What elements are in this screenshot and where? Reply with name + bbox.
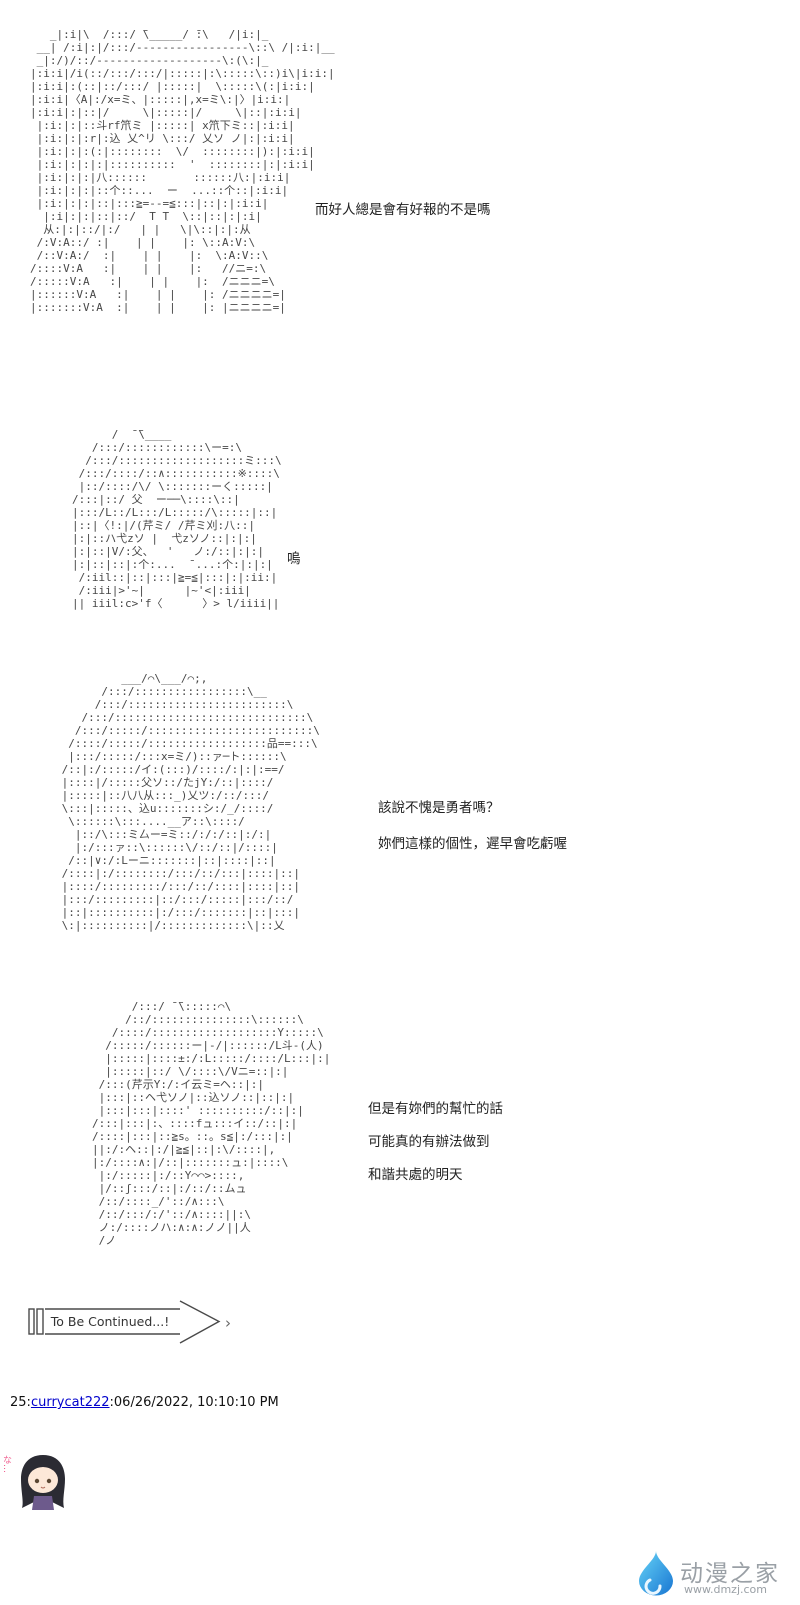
banner-bracket-bar [36, 1308, 44, 1335]
banner-label: To Be Continued...! [50, 1314, 169, 1329]
dialogue-line: 和諧共處的明天 [368, 1167, 463, 1183]
ascii-art-panel-1: _|:i|\ /:::/ ̄\_____/ ̄:\ /|i:|_ __| /:i… [30, 28, 335, 314]
sticker-side-text: な… [1, 1455, 11, 1473]
site-watermark: 动漫之家 www.dmzj.com [638, 1550, 798, 1600]
post-timestamp: 06/26/2022, 10:10:10 PM [113, 1395, 279, 1410]
dialogue-line: 嗚 [287, 551, 301, 567]
water-drop-logo-icon [638, 1550, 674, 1601]
ascii-art-panel-2: / ̄ ̄\____ /:::/::::::::::::\ー=:\ /:::/:… [72, 428, 282, 610]
post-separator: : [26, 1395, 31, 1410]
chibi-girl-icon [21, 1455, 65, 1510]
dialogue-line: 但是有妳們的幫忙的話 [368, 1101, 503, 1117]
ascii-art-panel-3: ___/⌒\___/⌒;, /:::/:::::::::::::::::\__ … [61, 672, 320, 932]
post-meta-line: 25:currycat222:06/26/2022, 10:10:10 PM [10, 1395, 279, 1410]
dialogue-line: 而好人總是會有好報的不是嗎 [315, 202, 491, 218]
banner-arrowhead [179, 1300, 221, 1344]
to-be-continued-banner: To Be Continued...! › [28, 1298, 238, 1351]
ascii-art-panel-4: /:::/ ̄ ̄\:::::⌒\ /::/:::::::::::::::\::… [92, 1000, 331, 1247]
dialogue-line: 可能真的有辦法做到 [368, 1134, 490, 1150]
banner-bracket-bar [28, 1308, 35, 1335]
site-url: www.dmzj.com [684, 1583, 767, 1596]
banner-arrow-graphic: To Be Continued...! › [28, 1300, 231, 1344]
author-link[interactable]: currycat222 [30, 1395, 110, 1410]
site-name: 动漫之家 [680, 1561, 780, 1587]
dialogue-line: 該說不愧是勇者嗎？ [378, 800, 500, 816]
post-number: 25 [10, 1395, 27, 1410]
post-separator: : [109, 1395, 114, 1410]
banner-chevron-glyph: › [225, 1314, 231, 1332]
dialogue-line: 妳們這樣的個性，遲早會吃虧喔 [378, 836, 567, 852]
chibi-character-sticker [14, 1452, 72, 1515]
